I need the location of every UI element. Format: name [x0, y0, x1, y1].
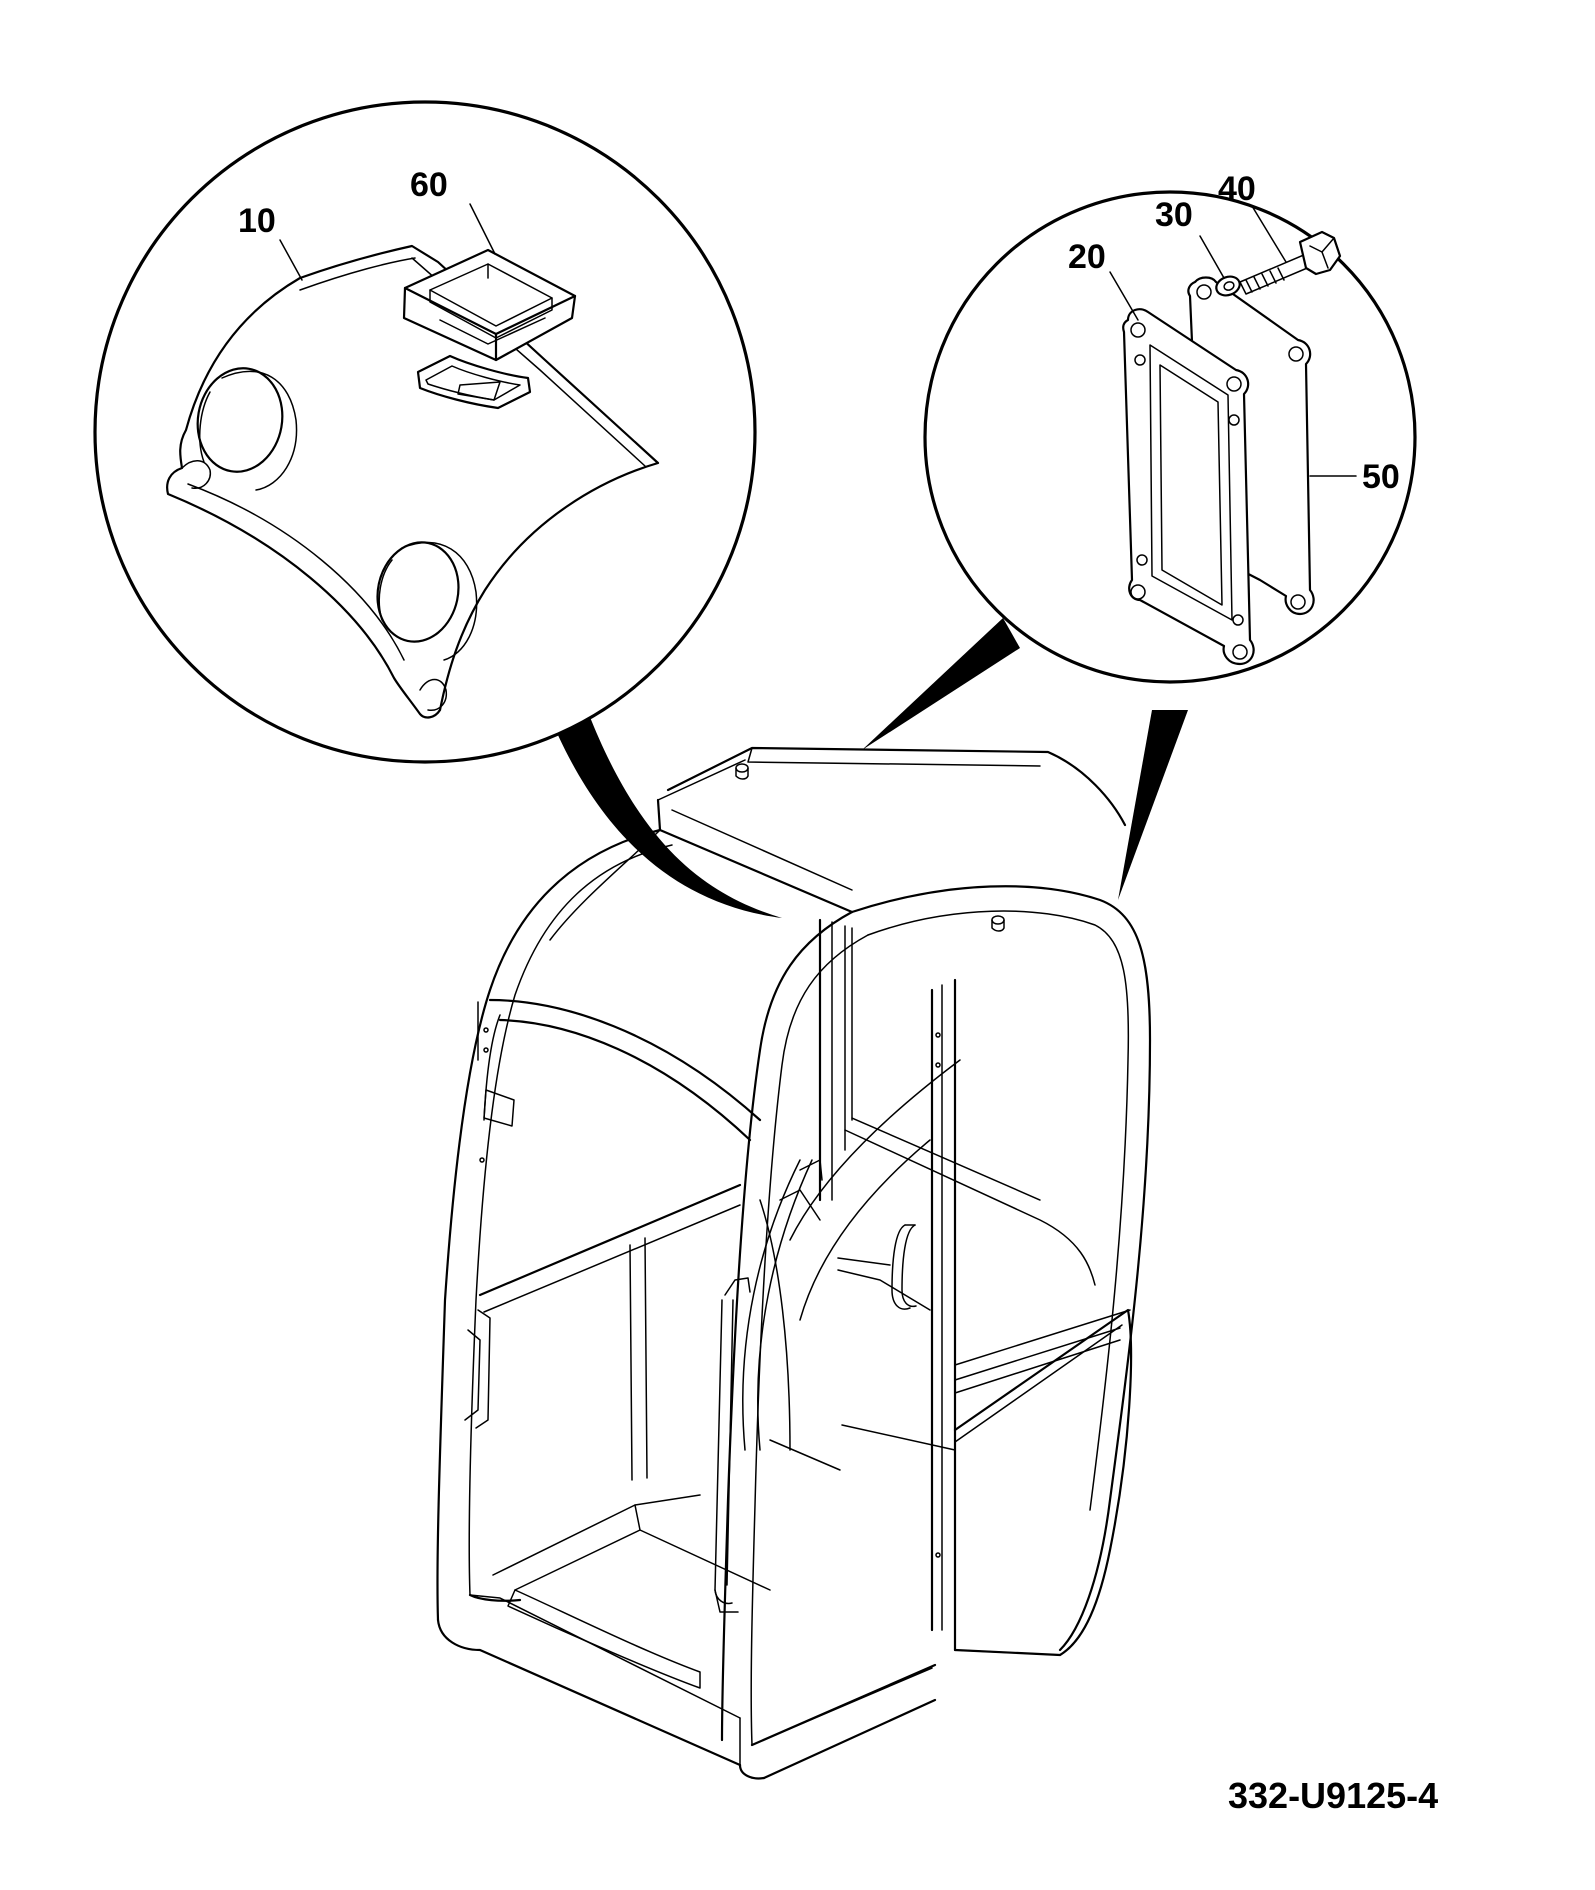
leader-60 [469, 203, 496, 255]
right-detail-pointer-upper [862, 618, 1020, 750]
leader-40 [1251, 205, 1287, 263]
cab-frame [436, 746, 1152, 1780]
right-detail-pointer-lower [1118, 710, 1188, 900]
callout-60: 60 [410, 166, 448, 204]
leader-10 [279, 239, 303, 281]
gasket-20 [1122, 308, 1255, 666]
callout-50: 50 [1362, 458, 1400, 496]
left-detail-pointer [548, 712, 782, 918]
callout-40: 40 [1218, 170, 1256, 208]
leader-20 [1109, 271, 1139, 321]
callout-30: 30 [1155, 196, 1193, 234]
roof-panel-10 [166, 244, 660, 719]
leader-30 [1199, 235, 1225, 279]
bolt-40 [1239, 230, 1342, 295]
callout-10: 10 [238, 202, 276, 240]
left-detail-circle [93, 100, 757, 764]
callout-20: 20 [1068, 238, 1106, 276]
drawing-number: 332-U9125-4 [1228, 1775, 1438, 1816]
